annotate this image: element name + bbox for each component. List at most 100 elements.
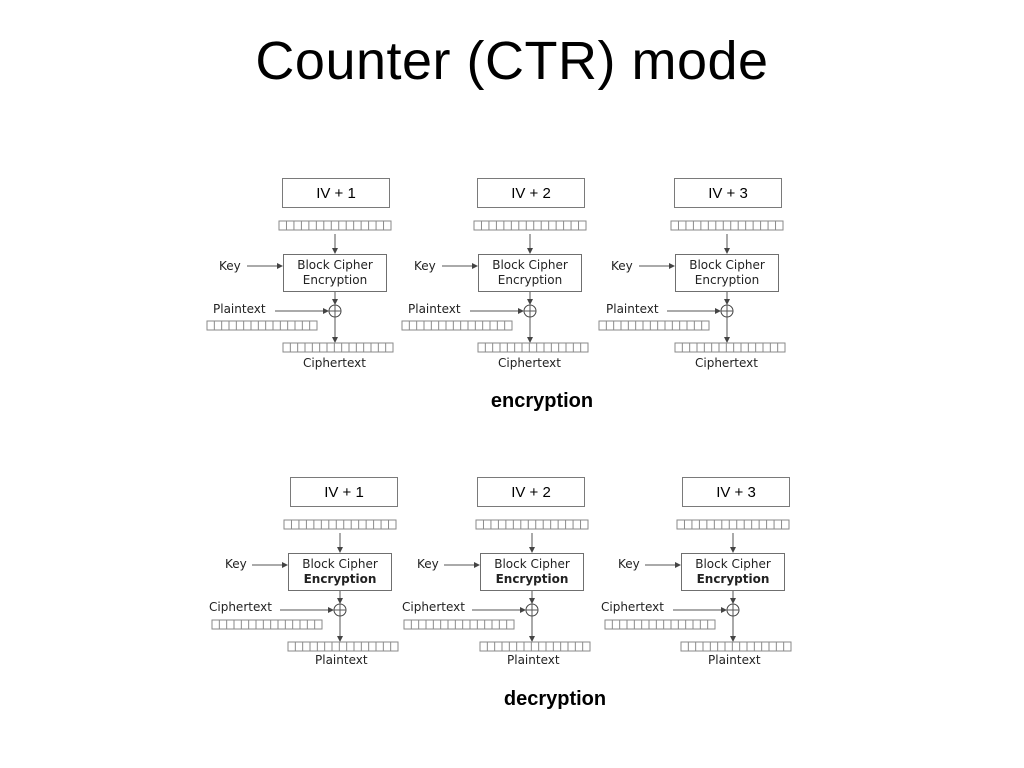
- diagram-wires: [403, 519, 591, 652]
- key-label: Key: [618, 557, 640, 571]
- counter-arrow-head: [332, 248, 338, 254]
- encryption-caption: encryption: [490, 390, 594, 412]
- counter-arrow-head: [730, 547, 736, 553]
- counter-bits: [278, 220, 392, 231]
- block-cipher-line1: Block Cipher: [695, 557, 771, 571]
- output-label: Ciphertext: [303, 356, 366, 370]
- counter-arrow-head: [529, 547, 535, 553]
- dec-unit-3: IV + 3 Key Block Cipher Encryption Ciphe…: [601, 477, 801, 677]
- output-bits: [477, 342, 589, 353]
- key-arrow-head: [282, 562, 288, 568]
- counter-box: IV + 2: [477, 477, 585, 507]
- block-cipher-line2: Encryption: [497, 273, 563, 287]
- slide-title: Counter (CTR) mode: [255, 31, 769, 91]
- counter-bits: [670, 220, 784, 231]
- counter-bits: [283, 519, 397, 530]
- output-arrow-head: [527, 337, 533, 343]
- key-arrow-head: [669, 263, 675, 269]
- counter-box: IV + 3: [682, 477, 790, 507]
- output-label: Plaintext: [315, 653, 368, 667]
- block-cipher-line2: Encryption: [495, 572, 569, 586]
- input-label: Plaintext: [408, 302, 461, 316]
- output-bits: [680, 641, 792, 652]
- output-arrow-head: [724, 337, 730, 343]
- keystream-arrow-head: [730, 598, 736, 604]
- output-label: Ciphertext: [498, 356, 561, 370]
- block-cipher-line2: Encryption: [302, 273, 368, 287]
- input-arrow-head: [715, 308, 721, 314]
- input-arrow-head: [721, 607, 727, 613]
- key-label: Key: [225, 557, 247, 571]
- output-bits: [282, 342, 394, 353]
- input-label: Ciphertext: [209, 600, 272, 614]
- input-label: Plaintext: [606, 302, 659, 316]
- diagram-wires: [401, 220, 589, 353]
- counter-bits: [473, 220, 587, 231]
- block-cipher-line2: Encryption: [696, 572, 770, 586]
- enc-unit-1: IV + 1 Key Block Cipher Encryption Plain…: [206, 178, 408, 378]
- counter-arrow-head: [724, 248, 730, 254]
- output-label: Plaintext: [507, 653, 560, 667]
- output-bits: [287, 641, 399, 652]
- diagram-wires: [211, 519, 399, 652]
- block-cipher-line2: Encryption: [303, 572, 377, 586]
- key-label: Key: [219, 259, 241, 273]
- input-bits: [598, 320, 710, 331]
- input-arrow-head: [518, 308, 524, 314]
- output-label: Plaintext: [708, 653, 761, 667]
- decryption-caption: decryption: [503, 688, 607, 710]
- key-label: Key: [417, 557, 439, 571]
- key-arrow-head: [474, 562, 480, 568]
- enc-unit-3: IV + 3 Key Block Cipher Encryption Plain…: [598, 178, 801, 378]
- input-label: Ciphertext: [402, 600, 465, 614]
- output-arrow-head: [337, 636, 343, 642]
- block-cipher-line2: Encryption: [694, 273, 760, 287]
- input-bits: [206, 320, 318, 331]
- block-cipher-line1: Block Cipher: [492, 258, 568, 272]
- block-cipher-line1: Block Cipher: [297, 258, 373, 272]
- output-arrow-head: [529, 636, 535, 642]
- counter-box: IV + 3: [674, 178, 782, 208]
- counter-arrow-head: [527, 248, 533, 254]
- input-label: Plaintext: [213, 302, 266, 316]
- block-cipher-line1: Block Cipher: [689, 258, 765, 272]
- block-cipher-line1: Block Cipher: [494, 557, 570, 571]
- counter-bits: [475, 519, 589, 530]
- dec-unit-1: IV + 1 Key Block Cipher Encryption Ciphe…: [208, 477, 408, 677]
- key-label: Key: [611, 259, 633, 273]
- keystream-arrow-head: [724, 299, 730, 305]
- key-arrow-head: [277, 263, 283, 269]
- key-arrow-head: [472, 263, 478, 269]
- enc-unit-2: IV + 2 Key Block Cipher Encryption Plain…: [401, 178, 603, 378]
- key-label: Key: [414, 259, 436, 273]
- block-cipher-box: Block Cipher Encryption: [288, 553, 392, 591]
- counter-box: IV + 1: [282, 178, 390, 208]
- output-label: Ciphertext: [695, 356, 758, 370]
- input-bits: [403, 619, 515, 630]
- output-bits: [674, 342, 786, 353]
- keystream-arrow-head: [527, 299, 533, 305]
- block-cipher-box: Block Cipher Encryption: [480, 553, 584, 591]
- keystream-arrow-head: [332, 299, 338, 305]
- block-cipher-box: Block Cipher Encryption: [478, 254, 582, 292]
- block-cipher-line1: Block Cipher: [302, 557, 378, 571]
- input-arrow-head: [520, 607, 526, 613]
- dec-unit-2: IV + 2 Key Block Cipher Encryption Ciphe…: [402, 477, 602, 677]
- input-arrow-head: [328, 607, 334, 613]
- key-arrow-head: [675, 562, 681, 568]
- diagram-wires: [598, 220, 786, 353]
- input-bits: [401, 320, 513, 331]
- block-cipher-box: Block Cipher Encryption: [283, 254, 387, 292]
- input-label: Ciphertext: [601, 600, 664, 614]
- block-cipher-box: Block Cipher Encryption: [675, 254, 779, 292]
- input-arrow-head: [323, 308, 329, 314]
- input-bits: [211, 619, 323, 630]
- counter-box: IV + 2: [477, 178, 585, 208]
- counter-arrow-head: [337, 547, 343, 553]
- keystream-arrow-head: [337, 598, 343, 604]
- output-bits: [479, 641, 591, 652]
- diagram-wires: [206, 220, 394, 353]
- keystream-arrow-head: [529, 598, 535, 604]
- diagram-wires: [604, 519, 792, 652]
- output-arrow-head: [730, 636, 736, 642]
